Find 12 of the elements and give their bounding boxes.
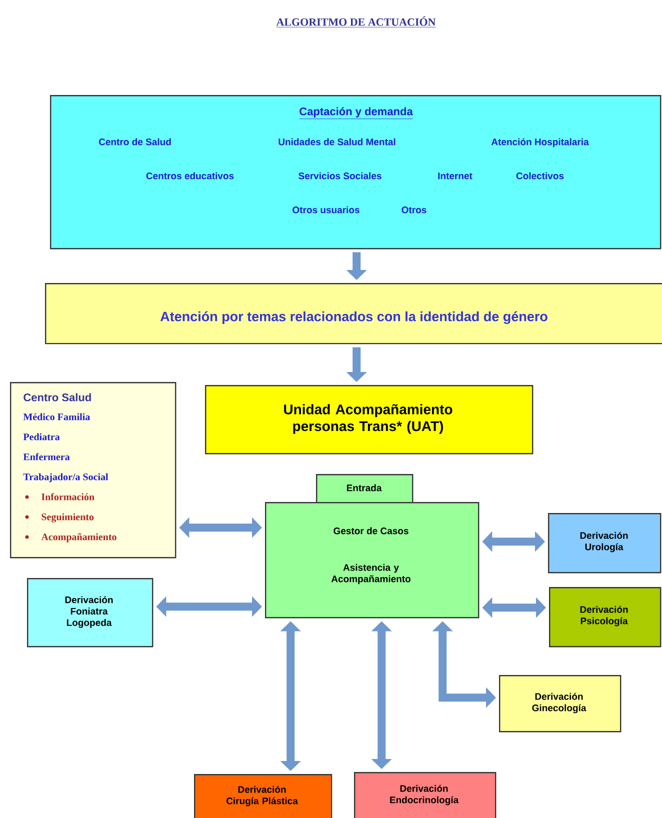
referral-box: Derivación Urología <box>548 513 662 574</box>
process-band: Atención por temas relacionados con la identidad de género <box>45 283 662 344</box>
process-box: Unidad Acompañamiento personas Trans* (UAT) <box>205 385 534 454</box>
source-box: Captación y demanda Centro de Salud Unidades de Salud Mental Atención Hospitalaria Centros educativos Servicios Sociales Internet Colectivos Otros usuarios Otros <box>50 95 662 250</box>
tab-box: Entrada <box>316 474 414 504</box>
referral-box: Derivación Cirugía Plástica <box>194 774 332 818</box>
title: ALGORITMO DE ACTUACIÓN <box>276 16 436 28</box>
info-box: Centro Salud Médico Familia Pediatra Enfermera Trabajador/a Social Información Seguimiento Acompañamiento <box>10 382 176 558</box>
referral-box: Derivación Ginecología <box>499 675 622 732</box>
referral-box: Derivación Endocrinología <box>354 772 496 818</box>
referral-box: Derivación Foniatra Logopeda <box>27 578 154 648</box>
referral-box: Derivación Psicología <box>549 587 662 648</box>
